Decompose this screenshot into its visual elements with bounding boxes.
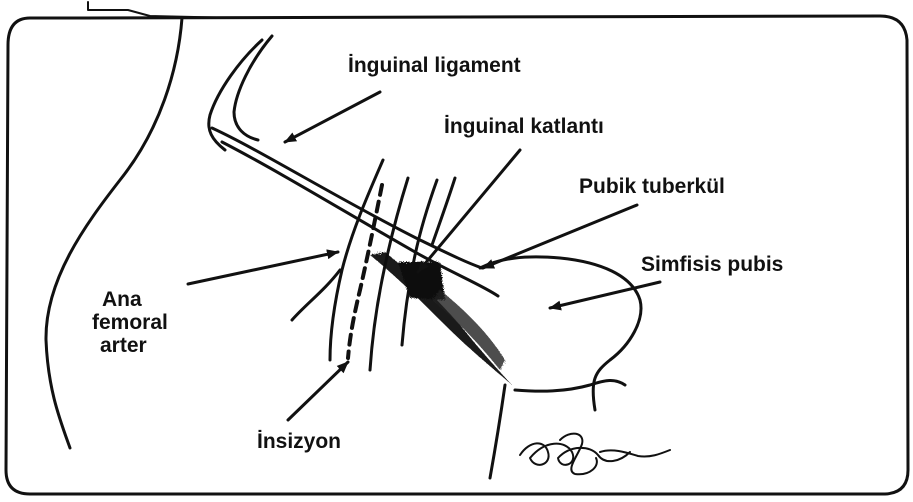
label-femoral-artery-1: Ana [102, 288, 142, 311]
arrow-inguinal-fold [418, 150, 520, 272]
arrow-incision [288, 362, 348, 420]
inner-thigh-contour [490, 385, 505, 478]
thigh-outline [46, 18, 182, 448]
arrow-femoral-artery [188, 252, 338, 284]
label-symphysis-pubis: Simfisis pubis [641, 253, 783, 276]
artist-signature [520, 434, 670, 475]
arrow-symphysis-pubis [550, 282, 660, 308]
frame-tab [88, 2, 238, 18]
label-inguinal-fold: İnguinal katlantı [444, 115, 604, 138]
inguinal-ligament-lower [222, 142, 498, 296]
pubic-hair-shading [370, 252, 512, 385]
label-femoral-artery-3: arter [100, 334, 147, 357]
scrotum-contour [515, 380, 625, 391]
iliac-crest-inner [234, 36, 272, 140]
iliac-crest-outer [209, 40, 262, 150]
label-incision: İnsizyon [257, 430, 341, 453]
label-inguinal-ligament: İnguinal ligament [348, 54, 521, 77]
label-pubic-tubercle: Pubik tuberkül [579, 175, 725, 198]
arrow-inguinal-ligament [285, 92, 380, 142]
label-femoral-artery-2: femoral [92, 311, 168, 334]
